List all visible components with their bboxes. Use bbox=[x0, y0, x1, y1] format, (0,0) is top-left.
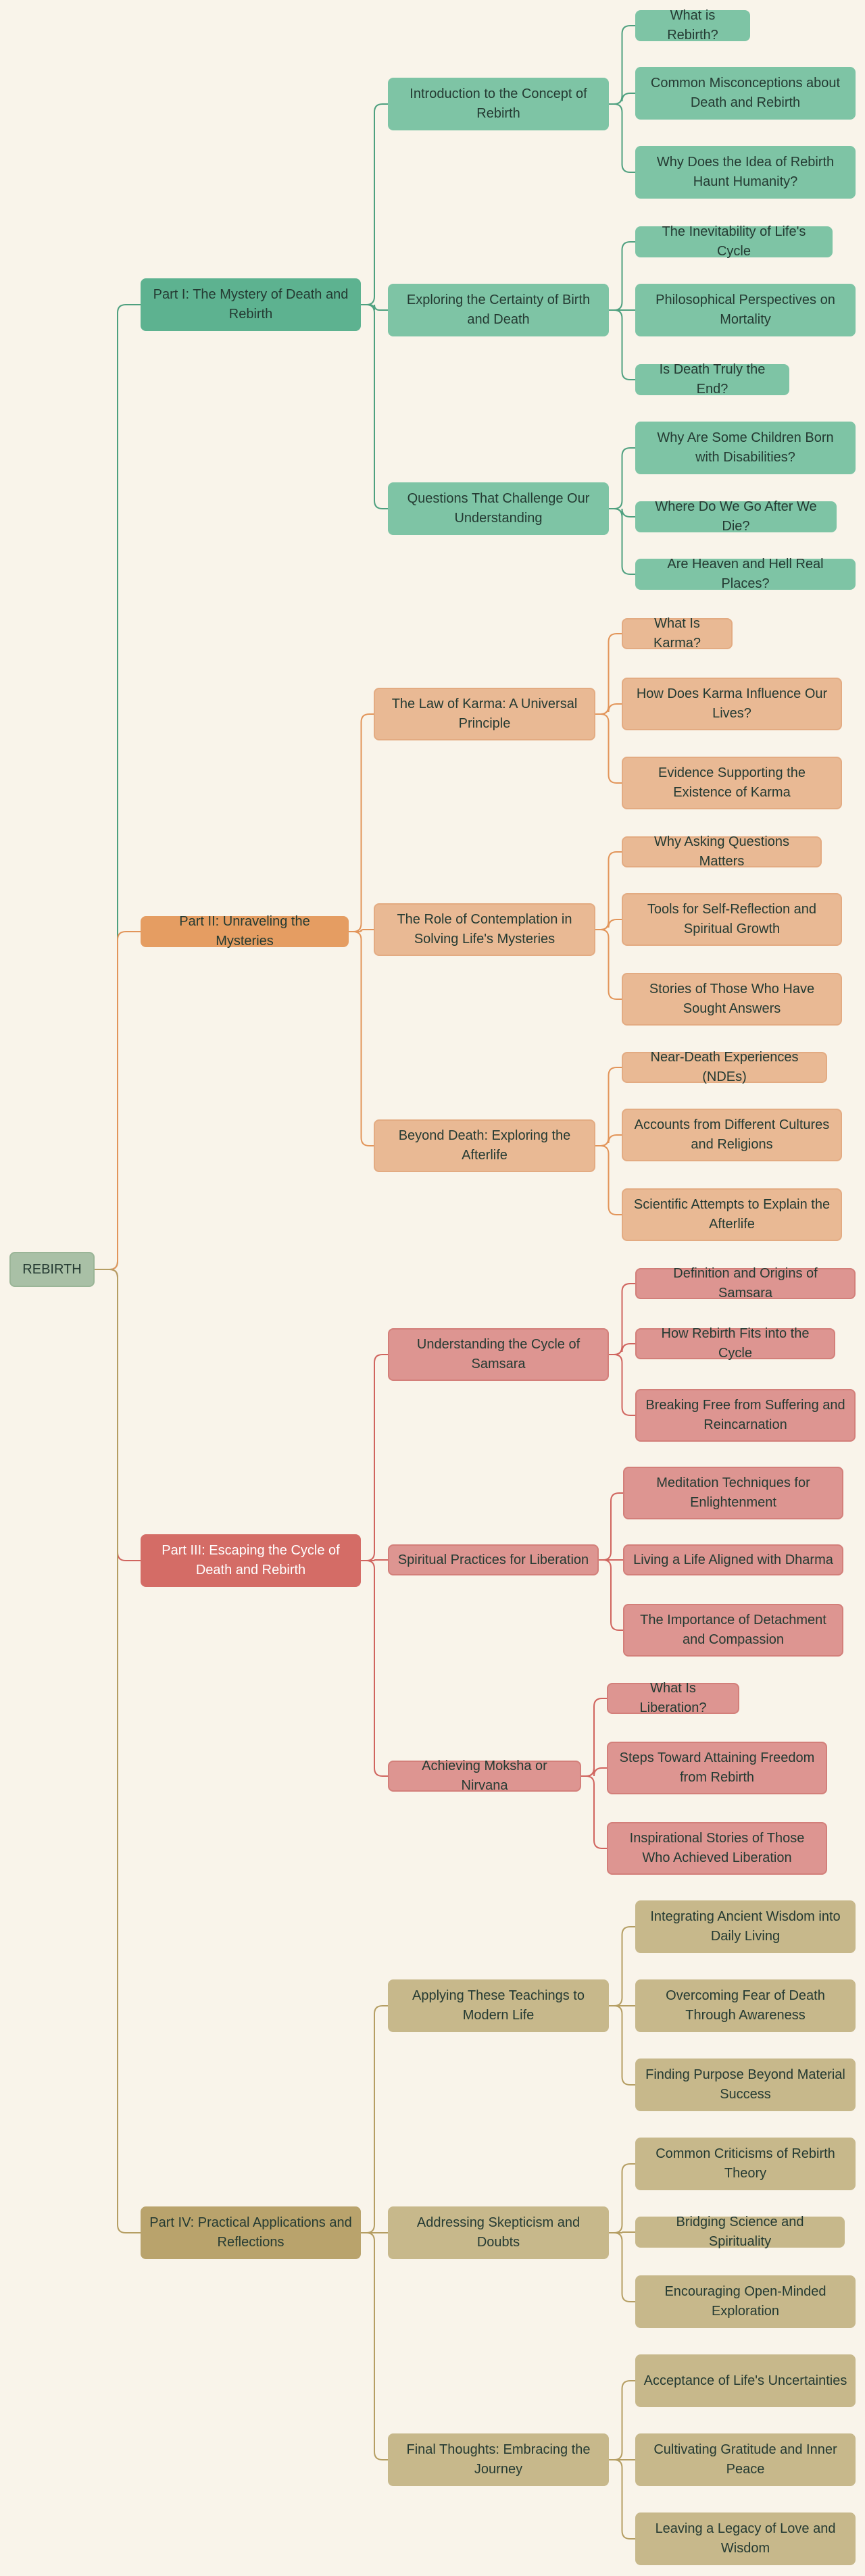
connector-part-4-section-1-topic-1 bbox=[609, 1926, 635, 2006]
part-3-section-3[interactable]: Achieving Moksha or Nirvana bbox=[388, 1759, 581, 1793]
part-4-section-3-topic-2[interactable]: Cultivating Gratitude and Inner Peace bbox=[635, 2433, 856, 2486]
part-3-section-2-topic-3[interactable]: The Importance of Detachment and Compass… bbox=[623, 1604, 843, 1657]
part-2-section-3-topic-3[interactable]: Scientific Attempts to Explain the After… bbox=[622, 1188, 842, 1241]
connector-part-1-section-1-topic-1 bbox=[609, 25, 635, 105]
connector-part-2-node-section-1 bbox=[349, 713, 374, 932]
connector-root-part-4 bbox=[95, 1269, 141, 2233]
connector-root-part-2 bbox=[95, 931, 141, 1270]
part-2-section-1-topic-2[interactable]: How Does Karma Influence Our Lives? bbox=[622, 678, 842, 730]
part-2-section-3[interactable]: Beyond Death: Exploring the Afterlife bbox=[374, 1119, 595, 1172]
part-4-section-1-topic-3[interactable]: Finding Purpose Beyond Material Success bbox=[635, 2059, 856, 2111]
connector-part-2-section-1-topic-1 bbox=[595, 633, 622, 715]
part-4-node[interactable]: Part IV: Practical Applications and Refl… bbox=[141, 2206, 361, 2259]
connector-part-4-node-section-1 bbox=[361, 2005, 388, 2233]
part-4-section-1[interactable]: Applying These Teachings to Modern Life bbox=[388, 1979, 609, 2032]
root-node[interactable]: REBIRTH bbox=[9, 1252, 95, 1287]
connector-part-4-node-section-3 bbox=[361, 2232, 388, 2460]
connector-part-2-section-3-topic-1 bbox=[595, 1067, 622, 1146]
part-4-section-1-topic-2[interactable]: Overcoming Fear of Death Through Awarene… bbox=[635, 1979, 856, 2032]
part-3-section-1-topic-1[interactable]: Definition and Origins of Samsara bbox=[635, 1266, 856, 1300]
part-1-section-1-topic-1[interactable]: What is Rebirth? bbox=[635, 8, 750, 43]
part-1-section-2-topic-3[interactable]: Is Death Truly the End? bbox=[635, 362, 789, 397]
part-3-section-1[interactable]: Understanding the Cycle of Samsara bbox=[388, 1328, 609, 1381]
part-1-section-1-topic-3[interactable]: Why Does the Idea of Rebirth Haunt Human… bbox=[635, 146, 856, 199]
connector-part-2-section-1-topic-2 bbox=[595, 703, 622, 715]
connector-part-3-section-3-topic-1 bbox=[581, 1698, 607, 1777]
part-2-section-2-topic-2[interactable]: Tools for Self-Reflection and Spiritual … bbox=[622, 893, 842, 946]
part-3-section-2-topic-2[interactable]: Living a Life Aligned with Dharma bbox=[623, 1544, 843, 1575]
part-1-section-2-topic-1[interactable]: The Inevitability of Life's Cycle bbox=[635, 224, 833, 259]
part-2-section-2-topic-3[interactable]: Stories of Those Who Have Sought Answers bbox=[622, 973, 842, 1026]
part-3-section-3-topic-2[interactable]: Steps Toward Attaining Freedom from Rebi… bbox=[607, 1742, 827, 1794]
part-4-section-2[interactable]: Addressing Skepticism and Doubts bbox=[388, 2206, 609, 2259]
part-4-section-3-topic-1[interactable]: Acceptance of Life's Uncertainties bbox=[635, 2354, 856, 2407]
part-2-node[interactable]: Part II: Unraveling the Mysteries bbox=[141, 914, 349, 949]
connector-part-1-section-2-topic-3 bbox=[609, 309, 635, 380]
part-1-section-3-topic-1[interactable]: Why Are Some Children Born with Disabili… bbox=[635, 422, 856, 474]
connector-part-4-section-3-topic-3 bbox=[609, 2459, 635, 2540]
connector-part-2-section-3-topic-3 bbox=[595, 1145, 622, 1215]
part-3-section-2[interactable]: Spiritual Practices for Liberation bbox=[388, 1544, 599, 1575]
connector-part-3-node-section-2 bbox=[361, 1559, 388, 1561]
connector-part-1-section-3-topic-1 bbox=[609, 447, 635, 509]
connector-part-1-section-1-topic-2 bbox=[609, 93, 635, 105]
part-1-section-3-topic-3[interactable]: Are Heaven and Hell Real Places? bbox=[635, 557, 856, 591]
part-4-section-2-topic-2[interactable]: Bridging Science and Spirituality bbox=[635, 2215, 845, 2249]
part-1-section-2[interactable]: Exploring the Certainty of Birth and Dea… bbox=[388, 284, 609, 336]
part-4-section-2-topic-1[interactable]: Common Criticisms of Rebirth Theory bbox=[635, 2138, 856, 2190]
part-3-section-3-topic-1[interactable]: What Is Liberation? bbox=[607, 1681, 739, 1715]
part-1-node[interactable]: Part I: The Mystery of Death and Rebirth bbox=[141, 278, 361, 331]
part-2-section-1-topic-3[interactable]: Evidence Supporting the Existence of Kar… bbox=[622, 757, 842, 809]
connector-part-1-section-3-topic-3 bbox=[609, 508, 635, 575]
part-3-section-1-topic-2[interactable]: How Rebirth Fits into the Cycle bbox=[635, 1326, 835, 1361]
part-3-section-2-topic-1[interactable]: Meditation Techniques for Enlightenment bbox=[623, 1467, 843, 1519]
part-1-section-1-topic-2[interactable]: Common Misconceptions about Death and Re… bbox=[635, 67, 856, 120]
part-2-section-1[interactable]: The Law of Karma: A Universal Principle bbox=[374, 688, 595, 740]
connector-part-1-section-1-topic-3 bbox=[609, 103, 635, 173]
connector-part-2-section-1-topic-3 bbox=[595, 713, 622, 784]
connector-part-3-section-3-topic-3 bbox=[581, 1775, 607, 1849]
connector-part-1-node-section-2 bbox=[361, 304, 388, 311]
part-3-section-1-topic-3[interactable]: Breaking Free from Suffering and Reincar… bbox=[635, 1389, 856, 1442]
part-3-section-3-topic-3[interactable]: Inspirational Stories of Those Who Achie… bbox=[607, 1822, 827, 1875]
part-3-node[interactable]: Part III: Escaping the Cycle of Death an… bbox=[141, 1534, 361, 1587]
part-2-section-2-topic-1[interactable]: Why Asking Questions Matters bbox=[622, 834, 822, 869]
connector-part-4-section-1-topic-3 bbox=[609, 2005, 635, 2086]
part-2-section-1-topic-1[interactable]: What Is Karma? bbox=[622, 616, 733, 651]
connector-part-2-node-section-2 bbox=[349, 929, 374, 932]
connector-part-4-section-2-topic-1 bbox=[609, 2163, 635, 2233]
connector-part-3-section-1-topic-2 bbox=[609, 1343, 635, 1355]
connector-part-3-node-section-3 bbox=[361, 1560, 388, 1777]
part-4-section-3[interactable]: Final Thoughts: Embracing the Journey bbox=[388, 2433, 609, 2486]
part-4-section-3-topic-3[interactable]: Leaving a Legacy of Love and Wisdom bbox=[635, 2512, 856, 2565]
connector-part-3-section-3-topic-2 bbox=[581, 1767, 607, 1777]
part-1-section-3[interactable]: Questions That Challenge Our Understandi… bbox=[388, 482, 609, 535]
connector-part-2-section-3-topic-2 bbox=[595, 1134, 622, 1146]
connector-part-3-section-1-topic-3 bbox=[609, 1354, 635, 1416]
part-1-section-2-topic-2[interactable]: Philosophical Perspectives on Mortality bbox=[635, 284, 856, 336]
connector-part-4-section-3-topic-1 bbox=[609, 2380, 635, 2460]
connector-part-2-section-2-topic-1 bbox=[595, 851, 622, 930]
part-2-section-3-topic-2[interactable]: Accounts from Different Cultures and Rel… bbox=[622, 1109, 842, 1161]
connector-part-2-node-section-3 bbox=[349, 931, 374, 1146]
connector-part-2-section-2-topic-3 bbox=[595, 929, 622, 1000]
connector-part-2-section-2-topic-2 bbox=[595, 919, 622, 930]
part-2-section-3-topic-1[interactable]: Near-Death Experiences (NDEs) bbox=[622, 1050, 827, 1084]
part-1-section-3-topic-2[interactable]: Where Do We Go After We Die? bbox=[635, 499, 837, 534]
connector-part-3-section-2-topic-1 bbox=[599, 1492, 623, 1561]
part-4-section-1-topic-1[interactable]: Integrating Ancient Wisdom into Daily Li… bbox=[635, 1900, 856, 1953]
part-2-section-2[interactable]: The Role of Contemplation in Solving Lif… bbox=[374, 903, 595, 956]
connector-part-4-section-2-topic-2 bbox=[609, 2231, 635, 2233]
connector-part-3-node-section-1 bbox=[361, 1354, 388, 1561]
part-1-section-1[interactable]: Introduction to the Concept of Rebirth bbox=[388, 78, 609, 130]
connector-part-1-node-section-1 bbox=[361, 103, 388, 305]
connector-part-4-section-2-topic-3 bbox=[609, 2232, 635, 2302]
part-4-section-2-topic-3[interactable]: Encouraging Open-Minded Exploration bbox=[635, 2275, 856, 2328]
connector-part-3-section-2-topic-3 bbox=[599, 1559, 623, 1631]
connector-part-1-section-2-topic-1 bbox=[609, 241, 635, 311]
connector-part-1-node-section-3 bbox=[361, 304, 388, 509]
